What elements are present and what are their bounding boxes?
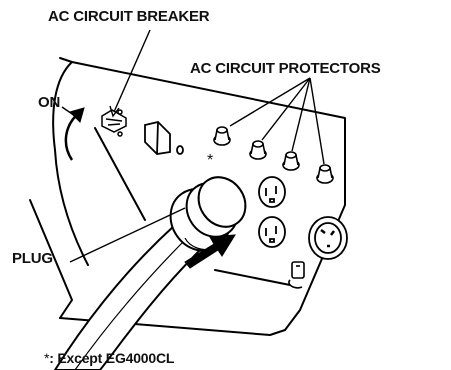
circuit-protector-icon[interactable] bbox=[283, 152, 299, 170]
protector-leader-line bbox=[230, 78, 310, 126]
protectors-label: AC CIRCUIT PROTECTORS bbox=[190, 60, 381, 77]
twist-lock-outlet-icon[interactable] bbox=[309, 217, 347, 259]
asterisk-mark: * bbox=[207, 152, 213, 170]
circuit-protector-icon[interactable] bbox=[250, 141, 266, 159]
duplex-outlet-icon[interactable] bbox=[259, 177, 285, 207]
duplex-outlet-icon[interactable] bbox=[259, 217, 285, 247]
plug-label: PLUG bbox=[12, 250, 53, 267]
protector-leader-line bbox=[310, 78, 324, 164]
rocker-switch-icon[interactable] bbox=[145, 122, 183, 154]
breaker-label: AC CIRCUIT BREAKER bbox=[48, 8, 209, 25]
panel-inner-edge bbox=[60, 58, 72, 62]
ground-terminal-icon[interactable] bbox=[289, 262, 304, 288]
power-plug-icon[interactable] bbox=[55, 168, 255, 370]
footnote: *: Except EG4000CL bbox=[44, 350, 174, 366]
circuit-protector-icon[interactable] bbox=[214, 127, 230, 145]
panel-slant bbox=[95, 128, 145, 220]
circuit-protector-icon[interactable] bbox=[317, 165, 333, 183]
panel-left-edge bbox=[53, 62, 88, 265]
on-label: ON bbox=[38, 94, 60, 111]
panel-lower-line bbox=[215, 270, 290, 285]
footnote-text: : Except EG4000CL bbox=[49, 350, 174, 366]
